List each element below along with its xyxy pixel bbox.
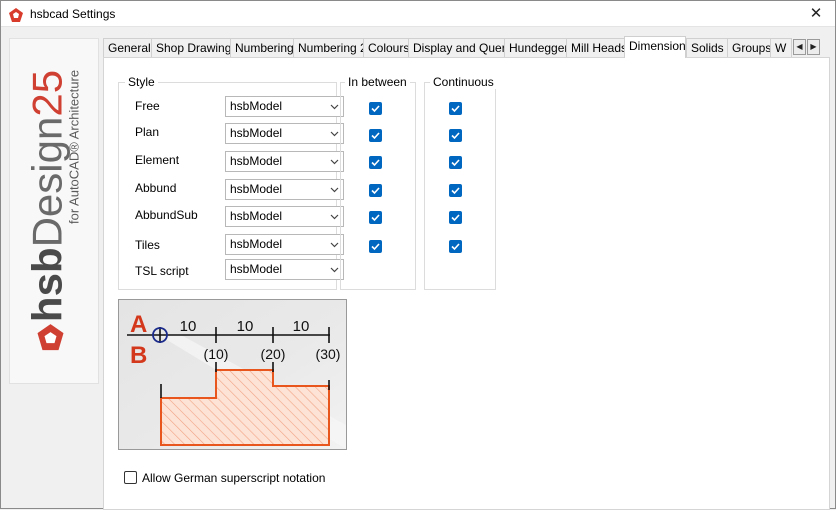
check-icon [451,105,460,113]
tab-groups[interactable]: Groups [727,38,771,58]
preview-label-b: B [130,342,147,369]
style-label-element: Element [135,153,180,167]
style-select-tsl-script[interactable]: hsbModel [225,259,344,280]
preview-dim-continuous-3: (30) [316,346,341,362]
tab-numbering[interactable]: Numbering [230,38,294,58]
preview-dim-in-between-3: 10 [293,318,310,335]
continuous-checkbox-plan[interactable] [449,129,462,142]
style-select-element[interactable]: hsbModel [225,151,344,172]
check-icon [371,132,380,140]
style-group-title: Style [125,75,158,89]
style-group: Style Free hsbModel Plan hsbModel Elemen… [118,75,344,290]
chevron-down-icon [330,104,339,110]
style-select-tiles[interactable]: hsbModel [225,234,344,255]
style-select-tiles-value: hsbModel [230,237,283,251]
continuous-group-title: Continuous [430,75,497,89]
tab-general[interactable]: General [103,38,152,58]
tab-mill-heads[interactable]: Mill Heads [566,38,627,58]
tab-hundegger[interactable]: Hundegger [504,38,568,58]
check-icon [451,187,460,195]
style-label-free: Free [135,99,160,113]
tab-solids[interactable]: Solids [686,38,728,58]
check-icon [371,187,380,195]
hsb-logo-icon [37,324,64,351]
close-button[interactable]: ✕ [809,5,823,22]
product-logo: hsbDesign25 for AutoCAD® Architecture [9,38,99,384]
style-label-plan: Plan [135,125,160,139]
check-icon [371,105,380,113]
tab-numbering-2[interactable]: Numbering 2 [293,38,367,58]
logo-version: 25 [23,69,71,117]
tab-shop-drawings[interactable]: Shop Drawings [151,38,237,58]
style-label-abbund: Abbund [135,181,177,195]
window-title: hsbcad Settings [30,7,116,21]
dimension-tab-panel: Style Free hsbModel Plan hsbModel Elemen… [103,57,830,510]
in-between-checkbox-free[interactable] [369,102,382,115]
preview-label-a: A [130,311,147,338]
check-icon [451,214,460,222]
chevron-down-icon [330,131,339,137]
style-select-free[interactable]: hsbModel [225,96,344,117]
in-between-group-title: In between [345,75,410,89]
chevron-down-icon [330,187,339,193]
german-superscript-checkbox[interactable] [124,471,137,484]
check-icon [371,159,380,167]
in-between-checkbox-tiles[interactable] [369,240,382,253]
style-select-abbund[interactable]: hsbModel [225,179,344,200]
check-icon [451,159,460,167]
tab-overflow[interactable]: W [770,38,792,58]
preview-dim-in-between-2: 10 [237,318,254,335]
app-icon [9,8,23,22]
logo-brand-bold: hsb [23,247,71,323]
tab-scroll-right-button[interactable]: ▶ [807,39,820,55]
style-select-plan[interactable]: hsbModel [225,123,344,144]
check-icon [371,243,380,251]
chevron-down-icon [330,242,339,248]
german-superscript-label[interactable]: Allow German superscript notation [142,471,326,485]
dimension-preview-drawing: A B 10 10 10 (10) (20) (30) [119,300,346,449]
tab-display-and-query[interactable]: Display and Query [408,38,512,58]
continuous-checkbox-free[interactable] [449,102,462,115]
check-icon [451,243,460,251]
style-select-element-value: hsbModel [230,154,283,168]
chevron-down-icon [330,214,339,220]
tab-dimension[interactable]: Dimension [624,36,686,58]
continuous-checkbox-abbundsub[interactable] [449,211,462,224]
preview-dim-in-between-1: 10 [180,318,197,335]
in-between-checkbox-abbund[interactable] [369,184,382,197]
dimension-preview: A B 10 10 10 (10) (20) (30) [118,299,347,450]
continuous-checkbox-abbund[interactable] [449,184,462,197]
tab-strip: General Shop Drawings Numbering Numberin… [103,36,835,58]
continuous-checkbox-tiles[interactable] [449,240,462,253]
in-between-checkbox-plan[interactable] [369,129,382,142]
tab-scroll-left-button[interactable]: ◀ [793,39,806,55]
continuous-checkbox-element[interactable] [449,156,462,169]
check-icon [451,132,460,140]
style-label-tsl-script: TSL script [135,264,189,278]
preview-dim-continuous-1: (10) [204,346,229,362]
logo-brand-light: Design [23,116,71,248]
check-icon [371,214,380,222]
style-select-abbund-value: hsbModel [230,182,283,196]
style-select-abbundsub[interactable]: hsbModel [225,206,344,227]
preview-dim-continuous-2: (20) [261,346,286,362]
chevron-down-icon [330,267,339,273]
style-select-abbundsub-value: hsbModel [230,209,283,223]
in-between-group: In between [340,75,416,290]
in-between-checkbox-element[interactable] [369,156,382,169]
title-bar[interactable]: hsbcad Settings ✕ [1,1,835,27]
style-label-abbundsub: AbbundSub [135,208,198,222]
tab-colours[interactable]: Colours [363,38,409,58]
style-select-tsl-script-value: hsbModel [230,262,283,276]
continuous-group: Continuous [424,75,497,290]
style-label-tiles: Tiles [135,238,160,252]
style-select-plan-value: hsbModel [230,126,283,140]
in-between-checkbox-abbundsub[interactable] [369,211,382,224]
style-select-free-value: hsbModel [230,99,283,113]
chevron-down-icon [330,159,339,165]
